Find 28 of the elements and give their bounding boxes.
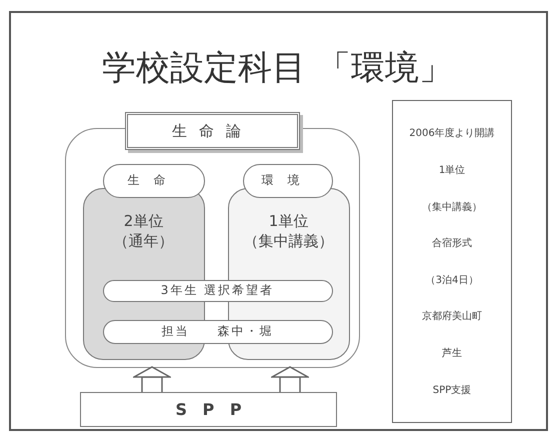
label: 2単位 [124, 210, 164, 231]
note-text: 芦生 [442, 346, 462, 360]
label: S P P [175, 400, 242, 419]
info-pill [102, 320, 332, 344]
note-text: 1単位 [438, 164, 466, 177]
note-text: SPP支援 [432, 384, 472, 397]
label: （通年） [114, 230, 174, 251]
subject-pill [242, 164, 332, 198]
info-pill [102, 280, 332, 302]
subject-pill [102, 164, 204, 198]
label: 生命論 [172, 122, 253, 140]
label: 3年生 選択希望者 [160, 282, 274, 299]
label: （集中講義） [244, 230, 334, 251]
note-text: （集中講義） [422, 200, 482, 214]
note-text: 合宿形式 [432, 236, 472, 250]
label: 環境 [262, 172, 314, 189]
support-box [80, 392, 337, 427]
note-box [392, 100, 512, 423]
note-text: （3泊4日） [426, 274, 478, 287]
label: 1単位 [268, 210, 308, 231]
heading-box [125, 112, 300, 150]
title: 学校設定科目 「環境」 [101, 47, 454, 90]
note-text: 2006年度より開講 [409, 126, 495, 140]
arrow [271, 366, 309, 393]
note-text: 京都府美山町 [422, 310, 482, 324]
label: 担当 森中・堀 [162, 323, 274, 340]
label: 生命 [128, 172, 180, 189]
arrow [133, 366, 171, 393]
